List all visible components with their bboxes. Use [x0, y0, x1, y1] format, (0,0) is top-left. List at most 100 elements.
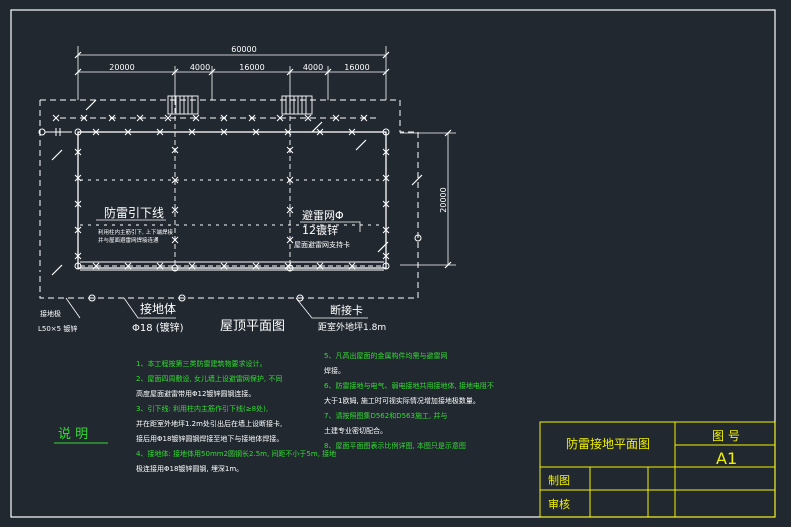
support-mark — [92, 128, 100, 136]
label-mesh-note: 屋面避雷网支持卡 — [294, 240, 350, 249]
support-mark — [74, 148, 82, 156]
support-mark — [156, 128, 164, 136]
note-line: 6、防雷接地与电气、弱电接地共用接地体, 接地电阻不 — [324, 381, 494, 390]
support-mark — [171, 146, 179, 154]
support-mark — [382, 200, 390, 208]
support-mark — [171, 236, 179, 244]
note-line: 接后用Φ18镀锌圆钢焊接至地下与接地体焊接。 — [136, 434, 283, 443]
support-mark — [332, 114, 340, 122]
support-mark — [156, 262, 164, 270]
mesh-support-marks — [52, 114, 390, 270]
support-mark — [192, 114, 200, 122]
support-mark — [74, 174, 82, 182]
title-checked-label: 审核 — [548, 497, 570, 511]
support-mark — [171, 206, 179, 214]
support-mark — [171, 176, 179, 184]
note-line: 3、引下线: 利用柱内主筋作引下线(≥8处), — [136, 404, 268, 413]
support-mark — [382, 174, 390, 182]
support-mark — [80, 114, 88, 122]
support-mark — [316, 128, 324, 136]
support-mark — [136, 114, 144, 122]
support-mark — [188, 128, 196, 136]
title-drawn-label: 制图 — [548, 474, 570, 487]
dim-segment-5: 16000 — [344, 63, 369, 72]
down-conductor-markers — [38, 128, 422, 302]
label-earth-pole-spec: L50×5 镀锌 — [38, 324, 77, 333]
label-plan-title: 屋顶平面图 — [220, 319, 285, 334]
lightning-mesh — [80, 100, 384, 268]
label-mesh-1: 避雷网Φ — [302, 208, 344, 222]
support-mark — [220, 128, 228, 136]
label-earth-pole: 接地极 — [40, 309, 61, 318]
support-mark — [52, 114, 60, 122]
arrow-symbols — [51, 99, 423, 276]
note-line: 7、请按照图集D562和D563施工, 并与 — [324, 411, 447, 420]
note-line: 极连接用Φ18镀锌圆钢, 埋深1m。 — [136, 464, 243, 473]
support-mark — [382, 226, 390, 234]
title-number-value: A1 — [716, 449, 737, 468]
roof-stair-right — [281, 95, 313, 115]
note-line: 焊接。 — [324, 366, 345, 375]
support-mark — [188, 262, 196, 270]
support-mark — [286, 176, 294, 184]
support-mark — [382, 148, 390, 156]
note-line: 1、本工程按第三类防雷建筑物要求设计。 — [136, 359, 266, 368]
support-mark — [348, 262, 356, 270]
label-test-clip: 断接卡 — [330, 303, 363, 317]
note-line: 高度屋面避雷带用Φ12镀锌圆钢连接。 — [136, 389, 255, 398]
note-line: 2、屋面四周敷设, 女儿墙上设避雷网保护, 不同 — [136, 374, 282, 383]
dimension-ticks — [74, 51, 452, 269]
label-grounding-body: 接地体 — [140, 301, 176, 316]
support-mark — [304, 114, 312, 122]
dim-right: 20000 — [439, 187, 448, 212]
support-mark — [252, 262, 260, 270]
label-down-note-2: 并与屋面避雷网焊接连通 — [98, 236, 159, 244]
support-mark — [92, 262, 100, 270]
notes-heading: 说 明 — [58, 427, 88, 442]
support-mark — [286, 146, 294, 154]
note-line: 5、凡高出屋面的金属构件均需与避雷网 — [324, 351, 447, 360]
dim-segment-1: 20000 — [109, 63, 134, 72]
support-mark — [276, 114, 284, 122]
label-down-note-1: 利用柱内主筋引下, 上下端焊接 — [98, 228, 173, 236]
notes-left-column: 1、本工程按第三类防雷建筑物要求设计。 2、屋面四周敷设, 女儿墙上设避雷网保护,… — [136, 359, 336, 473]
leader-lines — [65, 219, 368, 319]
label-down-conductor: 防雷引下线 — [104, 205, 164, 220]
note-line: 4、接地体: 接地体用50mm2圆钢长2.5m, 间距不小于5m, 接地 — [136, 449, 336, 458]
support-mark — [74, 226, 82, 234]
support-mark — [74, 252, 82, 260]
dim-segment-2: 4000 — [190, 63, 210, 72]
title-block — [539, 421, 776, 518]
note-line: 土建专业密切配合。 — [324, 426, 387, 435]
mesh-bottom-rail — [80, 261, 384, 271]
dim-total: 60000 — [231, 45, 256, 54]
roof-stair-left — [167, 95, 199, 115]
support-mark — [382, 252, 390, 260]
support-mark — [164, 114, 172, 122]
support-mark — [108, 114, 116, 122]
support-mark — [124, 262, 132, 270]
support-mark — [124, 128, 132, 136]
title-number-label: 图 号 — [712, 429, 740, 443]
support-mark — [74, 200, 82, 208]
support-mark — [286, 206, 294, 214]
support-mark — [220, 262, 228, 270]
support-mark — [252, 128, 260, 136]
note-line: 8、屋面平面图表示比例详图, 本图只是示意图 — [324, 441, 466, 450]
support-mark — [348, 128, 356, 136]
label-test-clip-note: 距室外地坪1.8m — [318, 321, 386, 333]
label-mesh-2: 12镀锌 — [302, 223, 338, 237]
support-mark — [286, 236, 294, 244]
support-mark — [316, 262, 324, 270]
support-mark — [248, 114, 256, 122]
note-line: 并在距室外地坪1.2m处引出后在墙上设断接卡, — [136, 419, 282, 428]
label-grounding-spec: Φ18 (镀锌) — [132, 321, 184, 334]
dim-segment-4: 4000 — [303, 63, 323, 72]
dim-segment-3: 16000 — [239, 63, 264, 72]
drawing-border — [10, 9, 776, 518]
title-drawing-name: 防雷接地平面图 — [566, 436, 650, 451]
support-mark — [360, 114, 368, 122]
support-mark — [220, 114, 228, 122]
note-line: 大于1欧姆, 施工时可视实际情况增加接地极数量。 — [324, 396, 480, 405]
